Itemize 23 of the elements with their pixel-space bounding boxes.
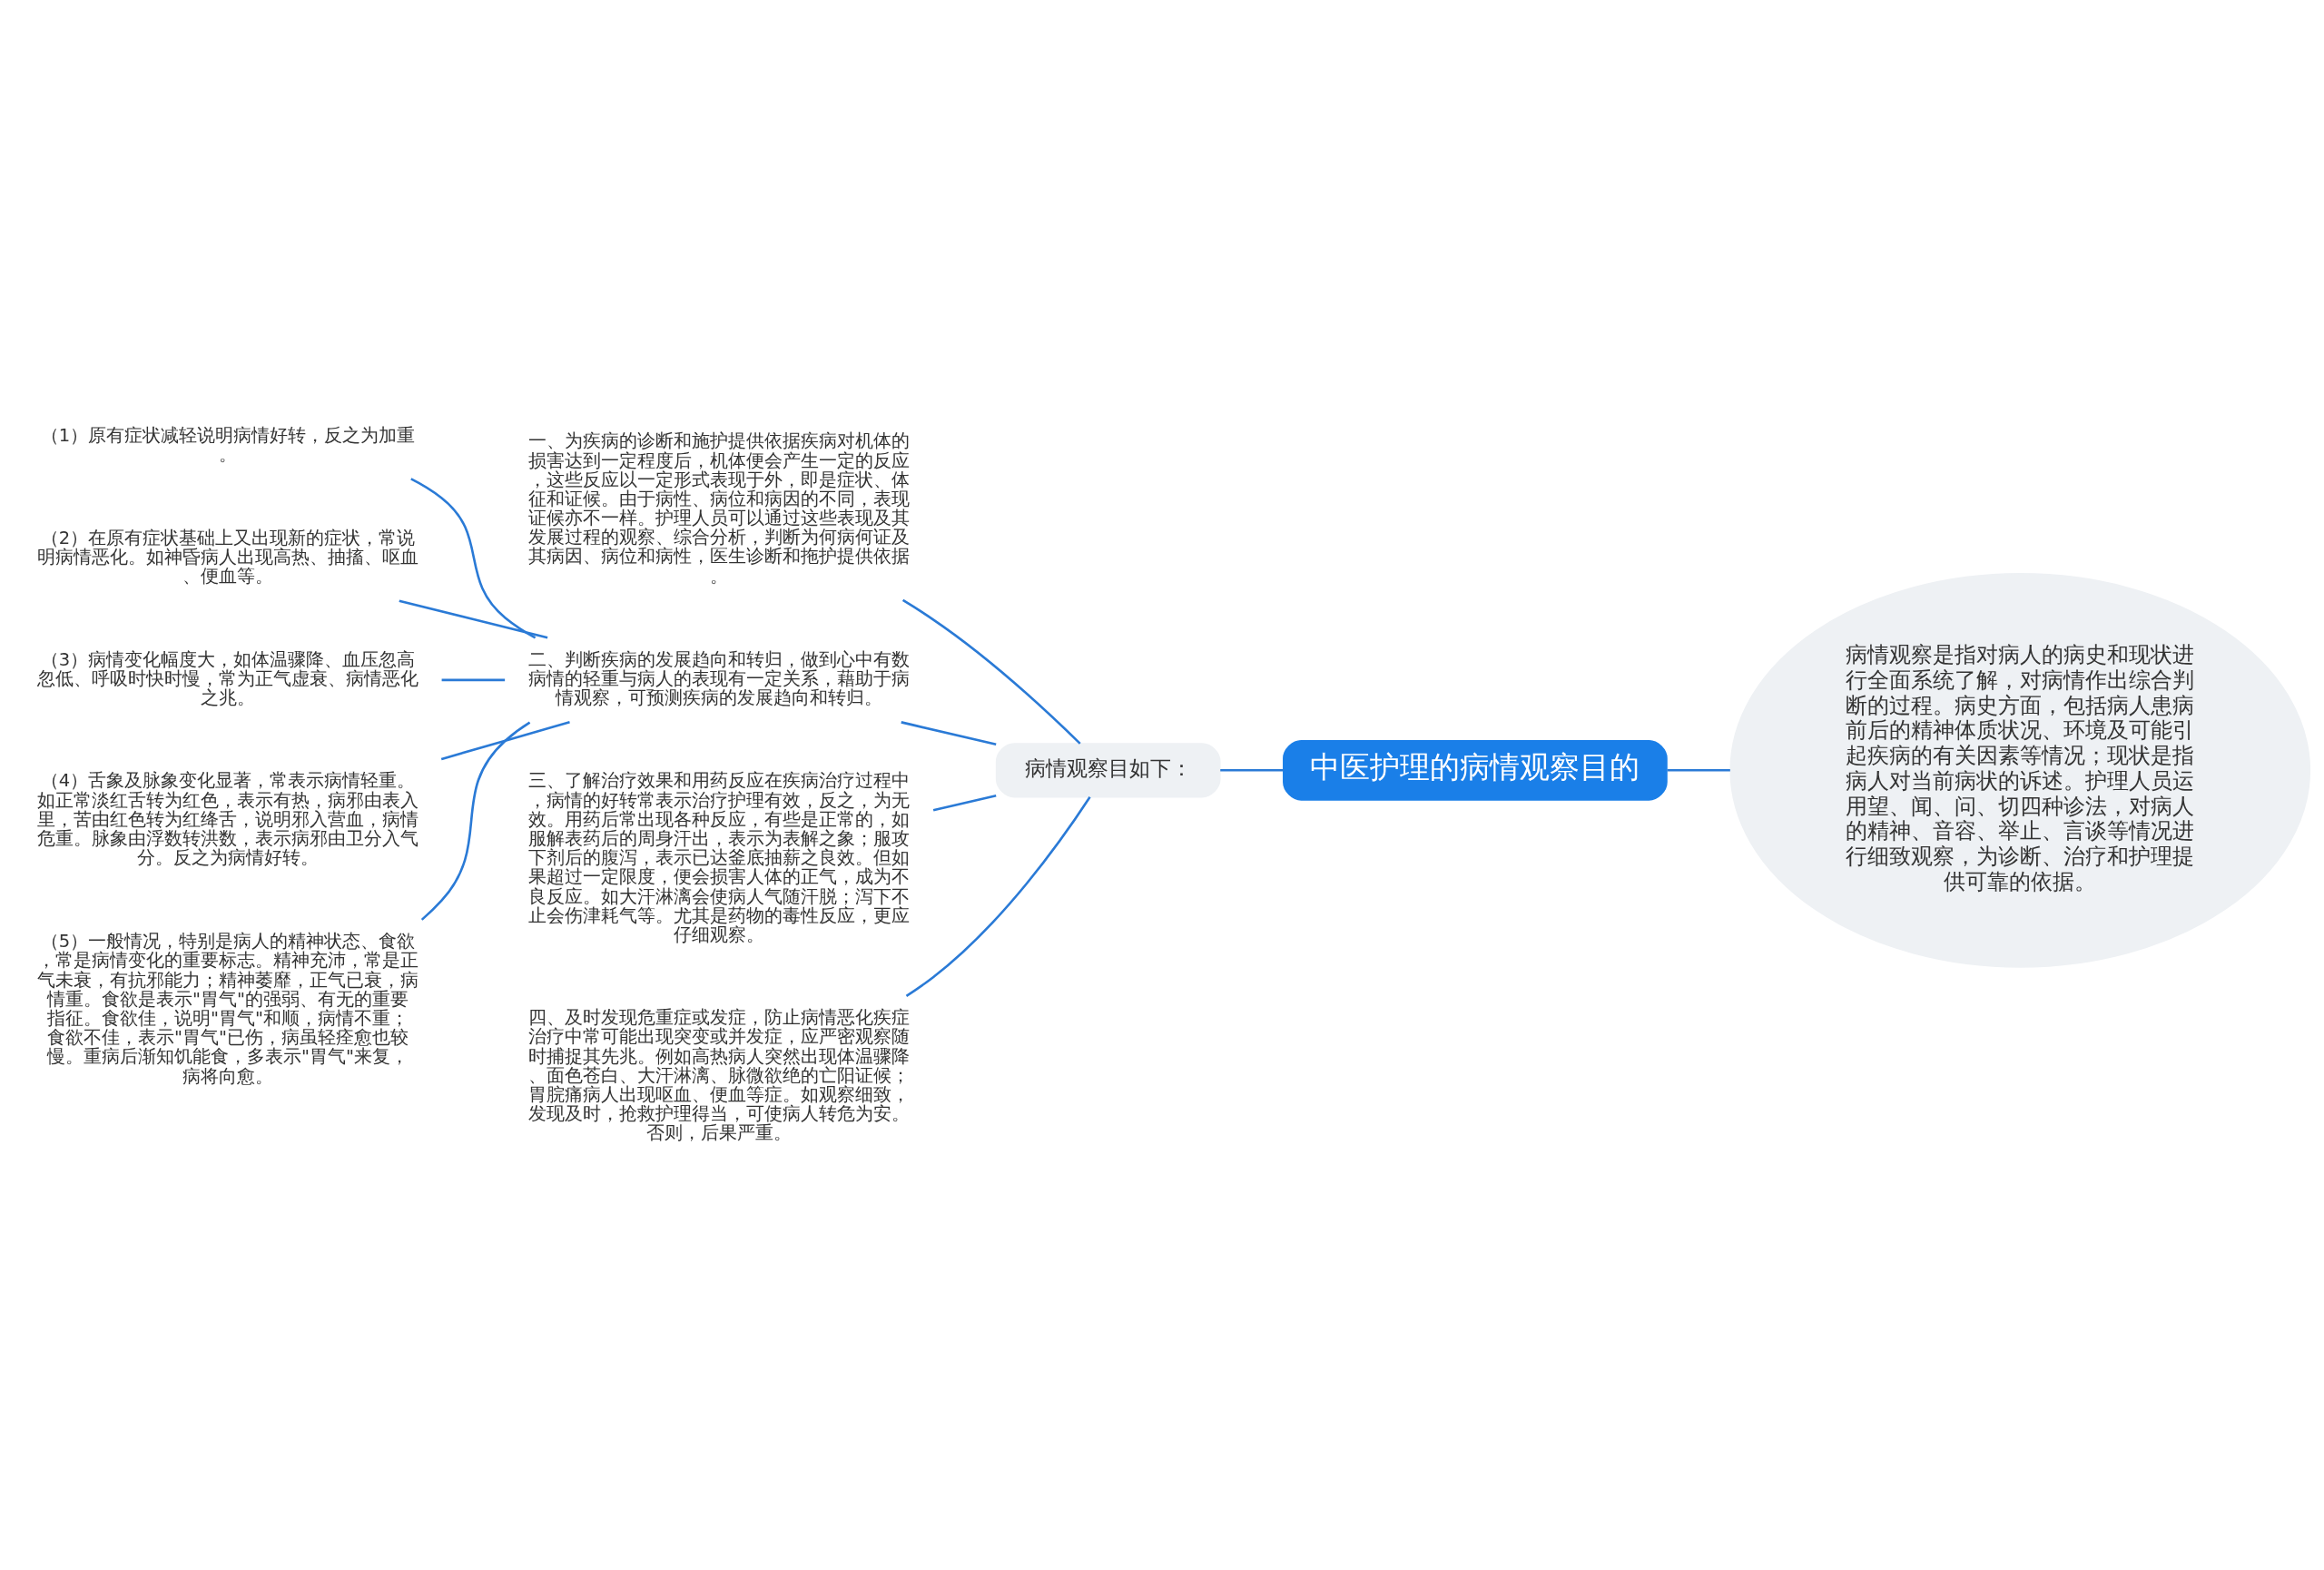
node-text: （2）在原有症状基础上又出现新的症状，常说明病情恶化。如神昏病人出现高热、抽搐、呕血、便血等。 <box>37 527 419 587</box>
connector <box>441 678 506 681</box>
connector <box>1667 768 1730 772</box>
node-text: 三、了解治疗效果和用药反应在疾病治疗过程中，病情的好转常表示治疗护理有效，反之，为无效。用药后常出现各种反应，有些是正常的，如服解表药后的周身汗出，表示为表解之象；服攻下剂后的腹泻，表示已达釜底抽薪之良效。但如果超过一定限度，便会损害人体的正气，成为不良反应。如大汗淋漓会使病人气随汗脱；泻下不止会伤津耗气等。尤其是药物的毒性反应，更应仔细观察。 <box>528 769 911 945</box>
connector <box>399 598 548 639</box>
connector <box>420 721 531 921</box>
connector <box>905 795 1091 997</box>
connector <box>932 794 997 811</box>
node-text: （1）原有症状减轻说明病情好转，反之为加重。 <box>40 424 416 465</box>
node-text: 一、为疾病的诊断和施护提供依据疾病对机体的损害达到一定程度后，机体便会产生一定的反应，这些反应以一定形式表现于外，即是症状、体征和证候。由于病性、病位和病因的不同，表现证候亦不一样。护理人员可以通过这些表现及其发展过程的观察、综合分析，判断为何病何证及其病因、病位和病性，医生诊断和拖护提供依据。 <box>528 430 911 587</box>
connector <box>901 720 997 746</box>
connector <box>440 720 570 760</box>
node-text: （4）舌象及脉象变化显著，常表示病情轻重。如正常淡红舌转为红色，表示有热，病邪由表入里，苦由红色转为红绛舌，说明邪入营血，病情危重。脉象由浮数转洪数，表示病邪由卫分入气分。反之为病情好转。 <box>37 769 419 868</box>
connector <box>410 477 537 639</box>
node-text: 四、及时发现危重症或发症，防止病情恶化疾症治疗中常可能出现突变或并发症，应严密观察随时捕捉其先兆。例如高热病人突然出现体温骤降、面色苍白、大汗淋漓、脉微欲绝的亡阳证候；胃脘痛病人出现呕血、便血等症。如观察细致，发现及时，抢救护理得当，可使病人转危为安。否则，后果严重。 <box>528 1006 911 1143</box>
node-box: 中医护理的病情观察目的 <box>1283 739 1668 801</box>
node-text: （3）病情变化幅度大，如体温骤降、血压忽高忽低、呼吸时快时慢，常为正气虚衰、病情恶化之兆。 <box>37 648 419 708</box>
node-text: （5）一般情况，特别是病人的精神状态、食欲，常是病情变化的重要标志。精神充沛，常是正气未衰，有抗邪能力；精神萎靡，正气已衰，病情重。食欲是表示"胃气"的强弱、有无的重要指征。食欲佳，说明"胃气"和顺，病情不重；食欲不佳，表示"胃气"已伤，病虽轻痊愈也较慢。重病后渐知饥能食，多表示"胃气"来复，病将向愈。 <box>37 930 419 1087</box>
node-text: 二、判断疾病的发展趋向和转归，做到心中有数病情的轻重与病人的表现有一定关系，藉助于病情观察，可预测疾病的发展趋向和转归。 <box>528 648 911 708</box>
connector <box>1220 768 1284 772</box>
node-box: 病情观察目如下： <box>995 742 1221 797</box>
node-ellipse: 病情观察是指对病人的病史和现状进行全面系统了解，对病情作出综合判断的过程。病史方面，包括病人患病前后的精神体质状况、环境及可能引起疾病的有关因素等情况；现状是指病人对当前病状的诉述。护理人员运用望、闻、问、切四种诊法，对病人的精神、音容、举止、言谈等情况进行细致观察，为诊断、治疗和护理提供可靠的依据。 <box>1729 572 2311 968</box>
connector <box>901 598 1081 745</box>
